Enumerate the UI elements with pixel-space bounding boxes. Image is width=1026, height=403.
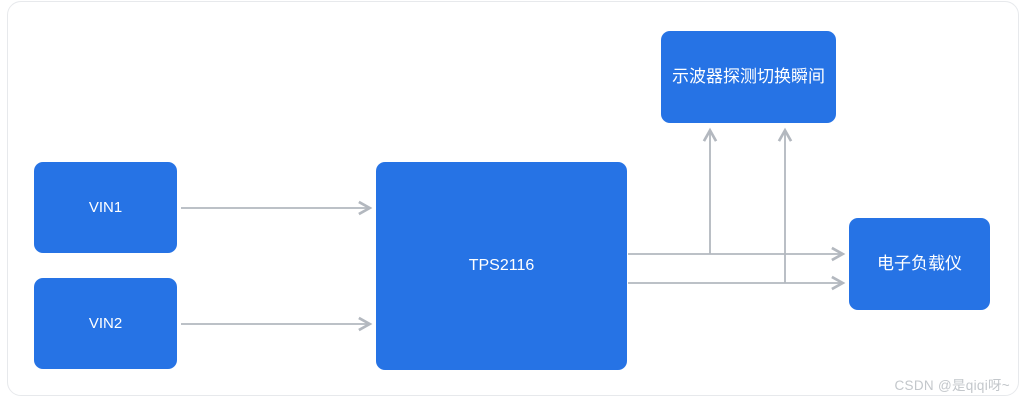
node-vin1: VIN1 — [34, 162, 177, 253]
node-tps2116: TPS2116 — [376, 162, 627, 370]
node-vin2-label: VIN2 — [88, 314, 123, 332]
node-vin1-label: VIN1 — [88, 198, 123, 216]
node-electronic-load-label: 电子负载仪 — [877, 253, 962, 273]
node-oscilloscope-label: 示波器探测切换瞬间 — [672, 66, 825, 86]
node-electronic-load: 电子负载仪 — [849, 218, 990, 310]
node-tps2116-label: TPS2116 — [468, 257, 535, 275]
node-vin2: VIN2 — [34, 278, 177, 369]
csdn-watermark: CSDN @是qiqi呀~ — [894, 378, 1010, 393]
node-oscilloscope: 示波器探测切换瞬间 — [661, 31, 836, 123]
